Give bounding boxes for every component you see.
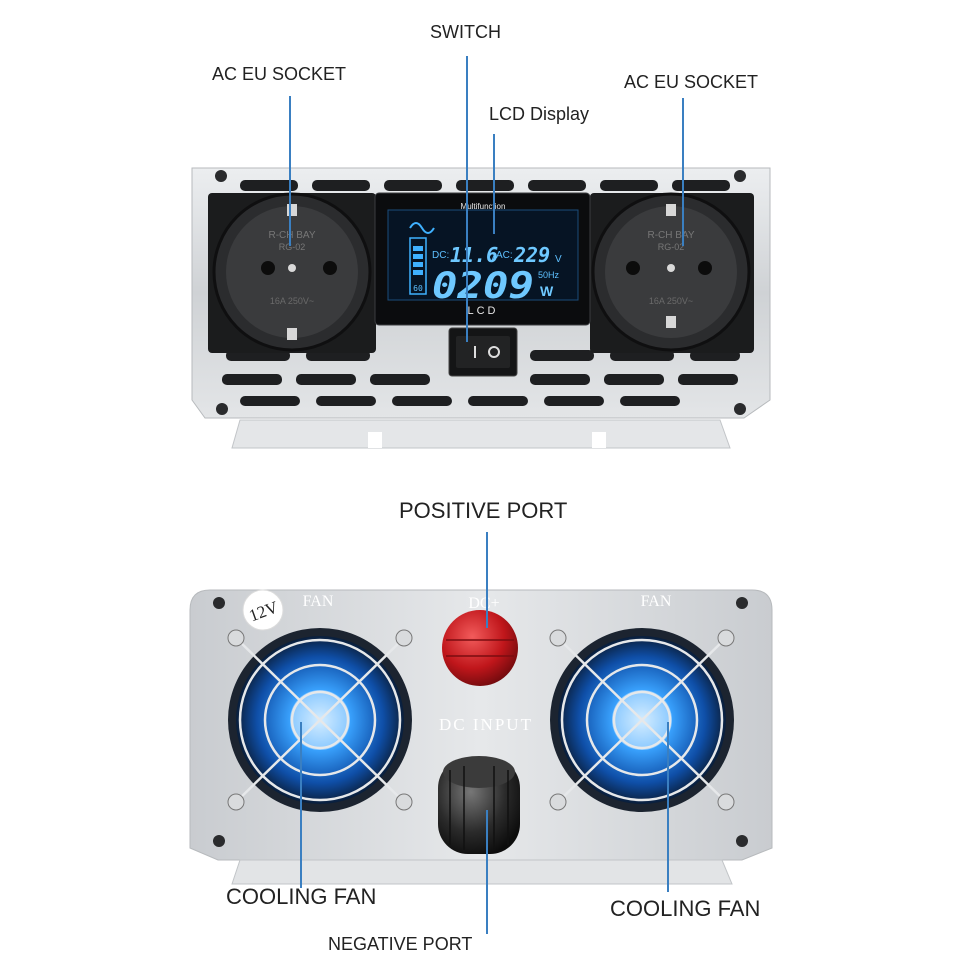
fan-left-panel-label: FAN — [303, 593, 334, 610]
lcd-dc-unit: V — [488, 254, 495, 265]
right-cooling-fan — [549, 628, 735, 812]
left-ac-socket: R-CH BAY RG-02 16A 250V~ — [208, 192, 376, 353]
right-socket-leader-line — [682, 98, 684, 246]
lcd-power-unit: W — [540, 283, 554, 299]
right-fan-callout: COOLING FAN — [610, 896, 761, 921]
battery-gauge-icon — [409, 237, 427, 295]
sine-wave-icon — [409, 222, 435, 234]
lcd-dc-value: 11.6 — [450, 243, 498, 267]
negative-port-callout: NEGATIVE PORT — [328, 934, 473, 954]
left-cooling-fan — [227, 628, 413, 812]
fan-right-panel-label: FAN — [641, 593, 672, 610]
dc-plus-label: DC+ — [468, 595, 499, 612]
right-socket-callout: AC EU SOCKET — [624, 72, 759, 92]
positive-terminal[interactable] — [442, 610, 518, 686]
lcd-callout: LCD Display — [489, 104, 590, 124]
left-socket-leader-line — [289, 96, 291, 246]
lcd-header: Multifunction — [461, 202, 506, 211]
left-fan-leader-line — [300, 722, 302, 888]
positive-leader-line — [486, 532, 488, 628]
lcd-leader-line — [493, 134, 495, 234]
right-fan-leader-line — [667, 722, 669, 892]
negative-terminal[interactable] — [438, 756, 520, 854]
right-fan-grille-icon — [557, 637, 727, 803]
left-socket-callout: AC EU SOCKET — [212, 64, 347, 84]
left-socket-rating: 16A 250V~ — [270, 296, 314, 306]
right-socket-brand: R-CH BAY — [647, 230, 694, 241]
right-ac-socket: R-CH BAY RG-02 16A 250V~ — [590, 192, 754, 353]
positive-port-callout: POSITIVE PORT — [399, 498, 568, 523]
lcd-display: Multifunction 60 DC: 11.6 V AC: 229 V 02… — [374, 192, 591, 326]
lcd-footer: LCD — [467, 305, 498, 317]
lcd-ac-value: 229 — [513, 243, 550, 267]
left-fan-callout: COOLING FAN — [226, 884, 377, 909]
battery-percent: 60 — [413, 284, 423, 293]
lcd-power-value: 0209 — [432, 266, 534, 307]
left-socket-brand: R-CH BAY — [268, 230, 315, 241]
power-switch[interactable] — [448, 327, 518, 377]
right-socket-rating: 16A 250V~ — [649, 296, 693, 306]
switch-leader-line — [466, 56, 468, 342]
right-socket-model: RG-02 — [658, 242, 685, 252]
lcd-frequency: 50Hz — [538, 270, 560, 280]
negative-leader-line — [486, 810, 488, 934]
lcd-ac-label: AC: — [496, 250, 513, 261]
left-socket-model: RG-02 — [279, 242, 306, 252]
switch-callout: SWITCH — [430, 22, 501, 42]
lcd-ac-unit: V — [555, 254, 562, 265]
voltage-badge: 12V — [242, 589, 284, 631]
dc-input-label: DC INPUT — [439, 715, 533, 734]
lcd-dc-label: DC: — [432, 250, 449, 261]
left-fan-grille-icon — [235, 637, 405, 803]
